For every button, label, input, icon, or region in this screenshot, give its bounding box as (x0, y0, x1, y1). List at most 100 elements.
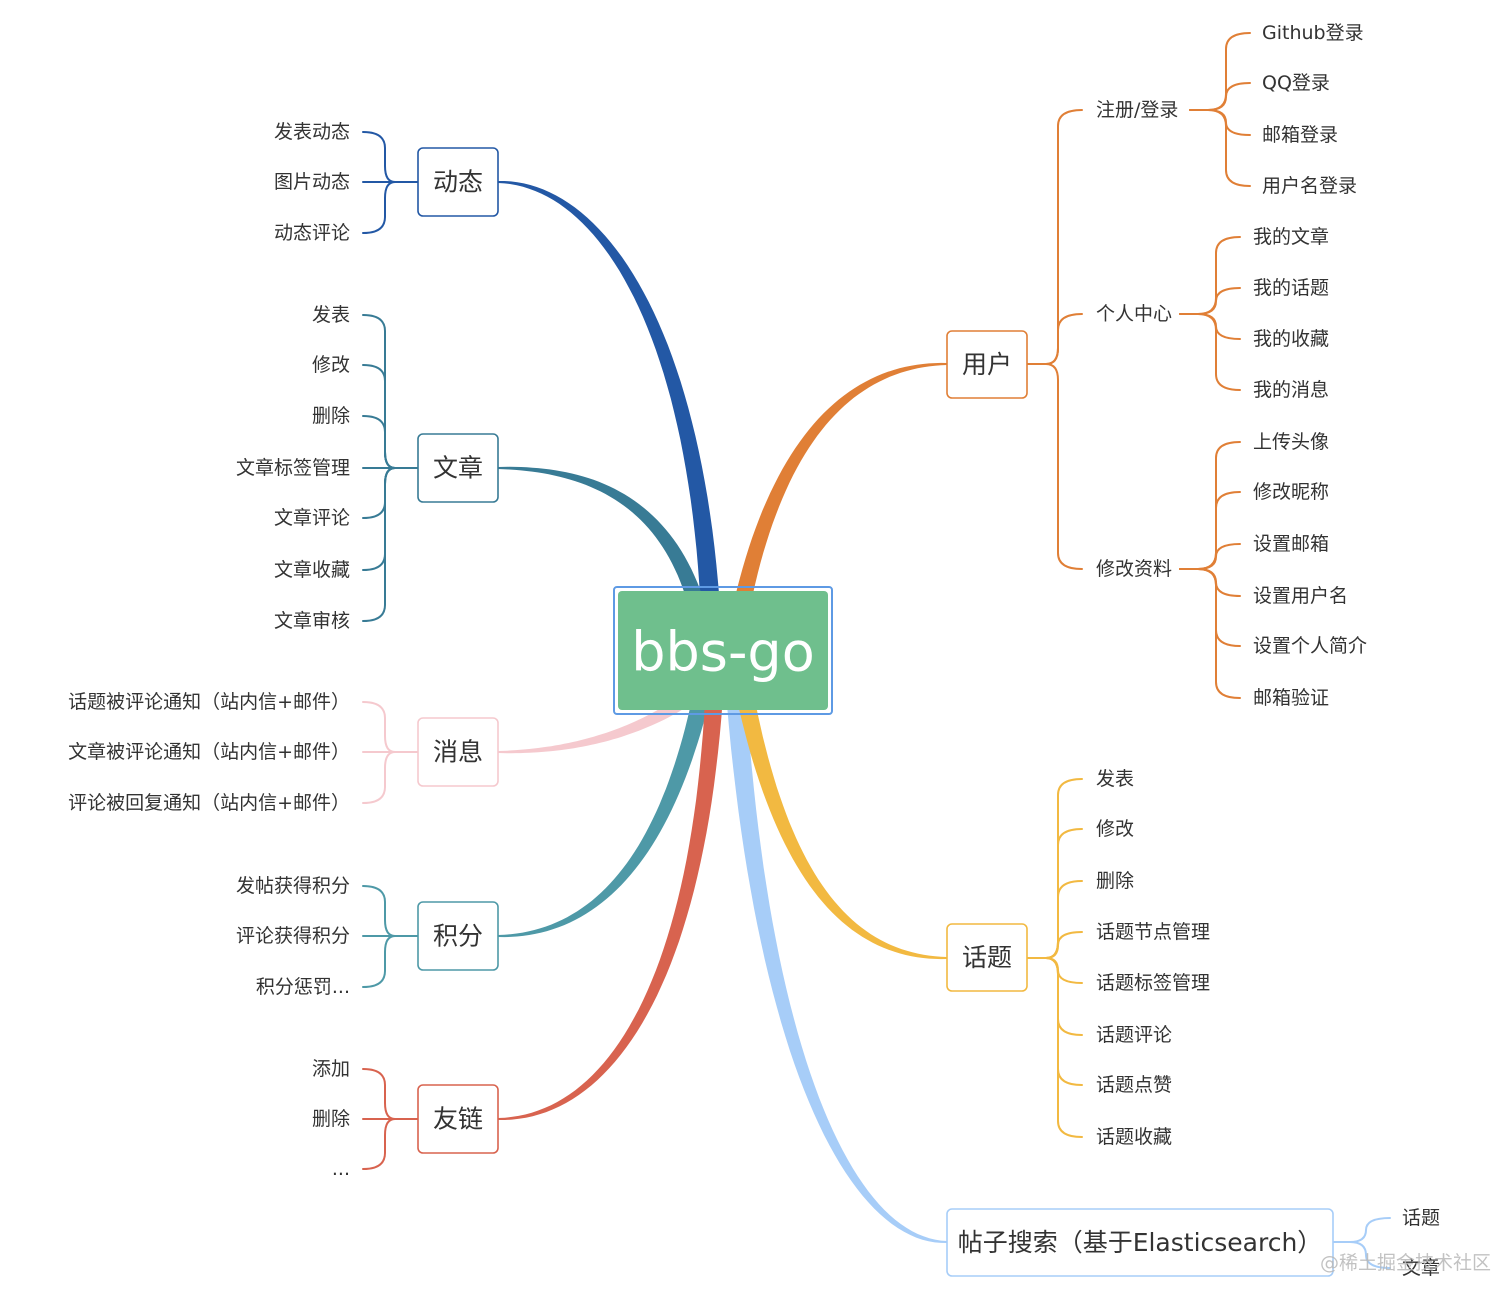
connector (362, 935, 419, 988)
leaf-node[interactable]: 上传头像 (1253, 431, 1329, 453)
leaf-node[interactable]: 发表 (312, 304, 350, 326)
branch-node-articles[interactable]: 文章 (417, 433, 499, 503)
branch-topics: 话题 发表 修改 删除 话题节点管理 话题标签管理 话题评论 话题点赞 话题收藏 (946, 768, 1210, 1148)
branch-post-search: 帖子搜索（基于Elasticsearch） 话题 文章 (946, 1207, 1440, 1279)
branch-node-box (946, 1208, 1334, 1277)
trunks (498, 181, 947, 1243)
branch-node-dynamics[interactable]: 动态 (417, 147, 499, 217)
connector (1179, 313, 1241, 391)
leaf-node[interactable]: 文章被评论通知（站内信+邮件） (68, 741, 350, 763)
branch-node-label: 消息 (433, 738, 483, 767)
connector (362, 701, 419, 753)
leaf-node[interactable]: 动态评论 (274, 222, 350, 244)
leaf-node[interactable]: 发表动态 (274, 121, 350, 143)
leaf-node[interactable]: 发表 (1096, 768, 1134, 790)
leaf-node[interactable]: 文章评论 (274, 507, 350, 529)
branch-node-box (417, 147, 499, 217)
leaf-node[interactable]: 文章收藏 (274, 559, 350, 581)
connector (1179, 568, 1241, 699)
connector (1026, 313, 1083, 365)
subtopic-node-register-login[interactable]: 注册/登录 (1096, 99, 1178, 121)
connector (362, 415, 419, 469)
leaf-node[interactable]: 邮箱登录 (1262, 124, 1338, 146)
connector (362, 467, 419, 622)
leaf-node[interactable]: 话题被评论通知（站内信+邮件） (68, 691, 350, 713)
connector (1026, 828, 1083, 959)
connector (1026, 880, 1083, 959)
trunk-friend-links (498, 679, 724, 1120)
leaf-node[interactable]: 添加 (312, 1058, 350, 1080)
leaf-node[interactable]: 设置个人简介 (1253, 635, 1367, 657)
leaf-node[interactable]: 评论被回复通知（站内信+邮件） (68, 792, 350, 814)
leaf-node[interactable]: 删除 (1096, 870, 1134, 892)
branch-users: 用户 注册/登录 Github登录 QQ登录 邮箱登录 用户名登录 个人中心 我… (946, 22, 1367, 709)
root-node[interactable]: bbs-go (613, 586, 833, 715)
branch-node-box (417, 717, 499, 787)
branch-messages: 消息 话题被评论通知（站内信+邮件） 文章被评论通知（站内信+邮件） 评论被回复… (68, 691, 499, 814)
branch-node-label: 动态 (433, 168, 483, 197)
subtopic-node-personal-center[interactable]: 个人中心 (1096, 303, 1172, 325)
connector (1026, 931, 1083, 959)
leaf-node[interactable]: QQ登录 (1262, 72, 1330, 94)
branch-node-points[interactable]: 积分 (417, 901, 499, 971)
branch-node-label: 友链 (433, 1105, 483, 1134)
connector (1026, 957, 1083, 1138)
leaf-node[interactable]: 我的话题 (1253, 277, 1329, 299)
branch-articles: 文章 发表 修改 删除 文章标签管理 文章评论 文章收藏 文章审核 (236, 304, 499, 632)
leaf-node[interactable]: 设置邮箱 (1253, 533, 1329, 555)
connector (1026, 778, 1083, 959)
branch-node-topics[interactable]: 话题 (946, 923, 1028, 992)
leaf-node[interactable]: 删除 (312, 405, 350, 427)
leaf-node[interactable]: 话题收藏 (1096, 1126, 1172, 1148)
connector (362, 1118, 419, 1170)
branch-points: 积分 发帖获得积分 评论获得积分 积分惩罚... (236, 875, 499, 998)
leaf-node[interactable]: 我的收藏 (1253, 328, 1329, 350)
branch-node-label: 话题 (962, 943, 1012, 972)
connector (1332, 1241, 1391, 1269)
branch-node-friend-links[interactable]: 友链 (417, 1084, 499, 1154)
leaf-node[interactable]: 修改 (1096, 818, 1134, 840)
leaf-node[interactable]: 邮箱验证 (1253, 687, 1329, 709)
trunk-messages (498, 684, 705, 754)
leaf-node[interactable]: 评论获得积分 (236, 925, 350, 947)
branch-node-label: 积分 (433, 922, 483, 951)
connector (1179, 568, 1241, 647)
branch-node-label: 帖子搜索（基于Elasticsearch） (958, 1228, 1323, 1257)
leaf-node[interactable]: 删除 (312, 1108, 350, 1130)
connector (1026, 109, 1083, 365)
leaf-node[interactable]: Github登录 (1262, 22, 1364, 44)
leaf-node[interactable]: 话题节点管理 (1096, 921, 1210, 943)
branch-node-label: 文章 (433, 454, 483, 483)
leaf-node[interactable]: 积分惩罚... (256, 976, 350, 998)
connector (1026, 957, 1083, 1086)
leaf-node[interactable]: 修改昵称 (1253, 481, 1329, 503)
connector (1026, 363, 1083, 570)
branch-node-label: 用户 (962, 350, 1012, 379)
connector (1179, 491, 1241, 570)
leaf-node[interactable]: 设置用户名 (1253, 585, 1348, 607)
leaf-node[interactable]: 话题 (1402, 1207, 1440, 1229)
branch-node-post-search[interactable]: 帖子搜索（基于Elasticsearch） (946, 1208, 1334, 1277)
branch-friend-links: 友链 添加 删除 ... (312, 1058, 499, 1180)
leaf-node[interactable]: 文章审核 (274, 610, 350, 632)
leaf-node[interactable]: 我的消息 (1253, 379, 1329, 401)
connector (1026, 957, 1083, 1036)
subtopic-node-edit-profile[interactable]: 修改资料 (1096, 558, 1172, 580)
connector (1332, 1217, 1391, 1243)
leaf-node[interactable]: 我的文章 (1253, 226, 1329, 248)
branch-node-messages[interactable]: 消息 (417, 717, 499, 787)
leaf-node[interactable]: 发帖获得积分 (236, 875, 350, 897)
branch-dynamics: 动态 发表动态 图片动态 动态评论 (274, 121, 499, 244)
connector (362, 885, 419, 937)
connector (1189, 32, 1251, 111)
leaf-node[interactable]: 图片动态 (274, 171, 350, 193)
leaf-node[interactable]: 话题标签管理 (1096, 972, 1210, 994)
leaf-node[interactable]: 话题点赞 (1096, 1074, 1172, 1096)
branch-node-users[interactable]: 用户 (946, 330, 1028, 399)
leaf-node[interactable]: ... (332, 1158, 350, 1180)
leaf-node[interactable]: 文章标签管理 (236, 457, 350, 479)
leaf-node[interactable]: 文章 (1402, 1257, 1440, 1279)
leaf-node[interactable]: 用户名登录 (1262, 175, 1357, 197)
leaf-node[interactable]: 修改 (312, 354, 350, 376)
leaf-node[interactable]: 话题评论 (1096, 1024, 1172, 1046)
